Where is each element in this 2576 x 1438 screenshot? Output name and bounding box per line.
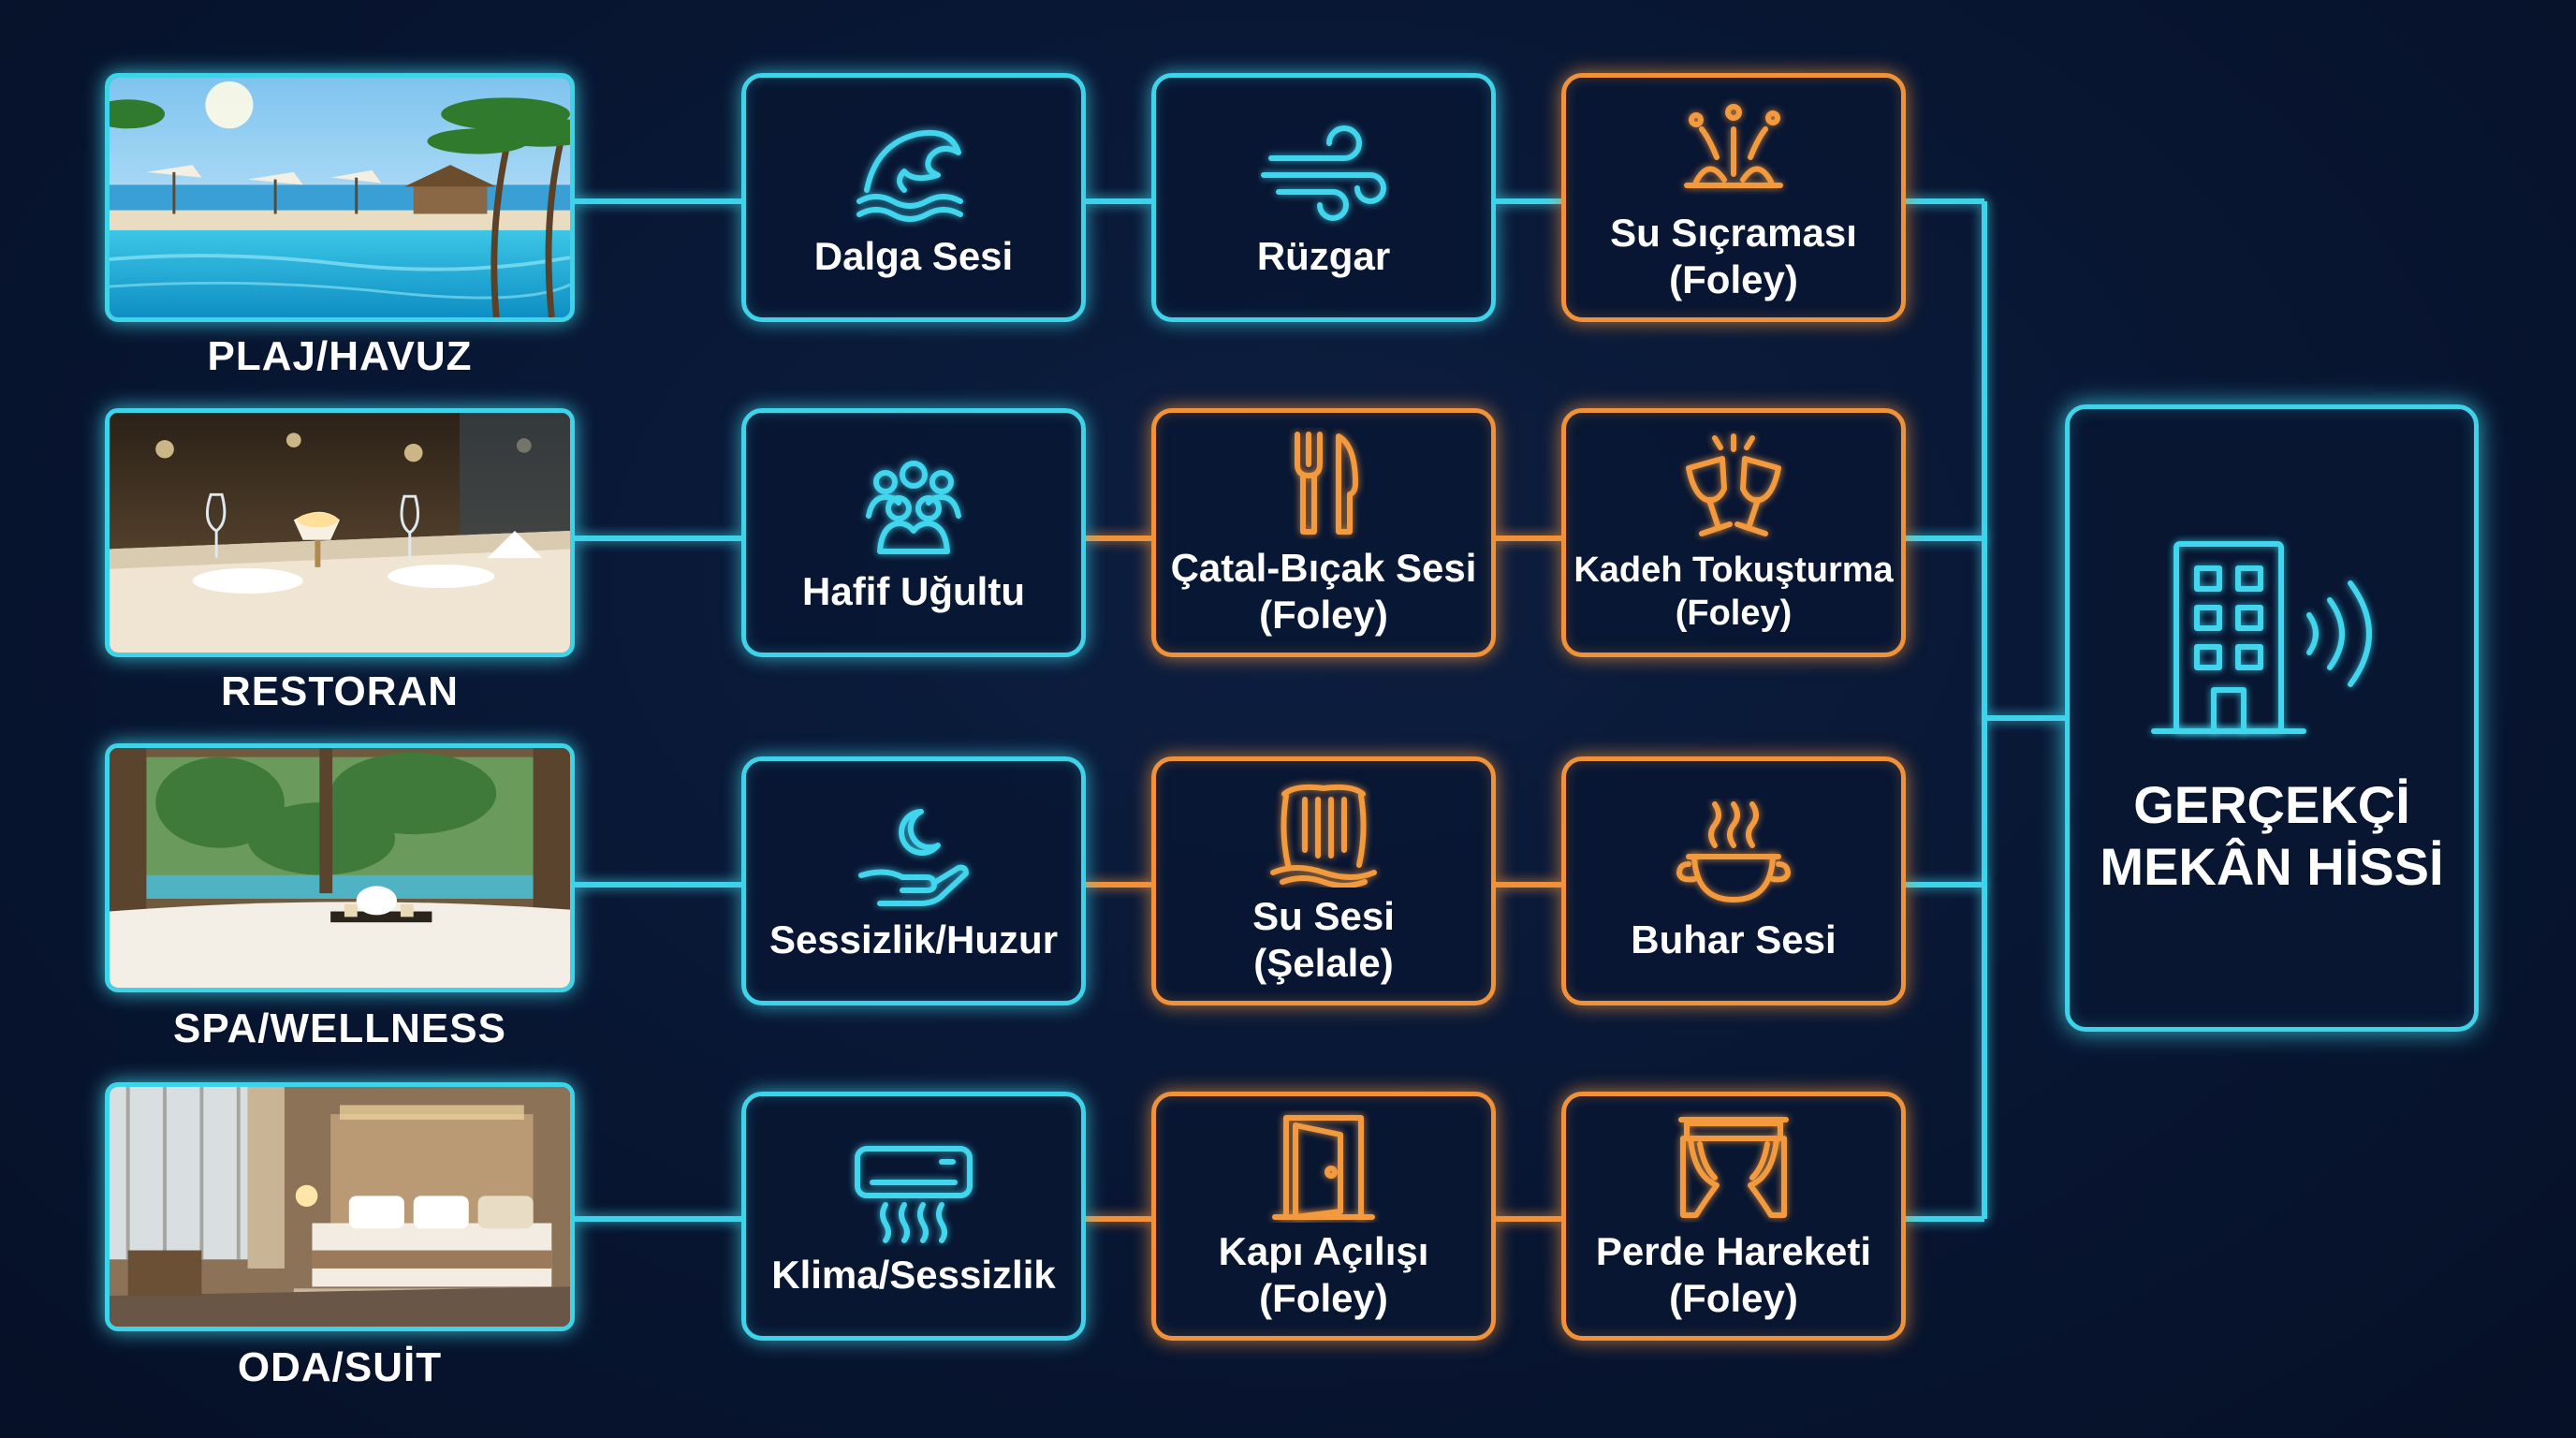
scene-label-spa: SPA/WELLNESS — [173, 1005, 506, 1051]
hotel-suite-photo — [105, 1082, 575, 1331]
sound-card-kadeh-tokusturma[interactable]: Kadeh Tokuşturma (Foley) — [1561, 408, 1906, 657]
air-conditioner-icon — [848, 1134, 979, 1246]
scene-label-oda: ODA/SUİT — [237, 1344, 443, 1390]
sound-card-catal-bicak[interactable]: Çatal-Bıçak Sesi (Foley) — [1151, 408, 1496, 657]
sound-card-dalga-sesi[interactable]: Dalga Sesi — [741, 73, 1086, 322]
scene-label-restoran: RESTORAN — [220, 668, 460, 714]
splash-icon — [1668, 92, 1799, 204]
sound-card-su-sesi-selale[interactable]: Su Sesi (Şelale) — [1151, 756, 1496, 1005]
sound-label: Buhar Sesi — [1631, 917, 1837, 961]
result-label: GERÇEKÇİ MEKÂN HİSSİ — [2100, 775, 2444, 896]
moon-hand-icon — [848, 799, 979, 911]
sound-label: Kapı Açılışı (Foley) — [1218, 1229, 1429, 1320]
beach-pool-photo — [105, 73, 575, 322]
sound-label: Klima/Sessizlik — [771, 1253, 1056, 1297]
sound-label: Perde Hareketi (Foley) — [1595, 1229, 1872, 1320]
sound-label: Dalga Sesi — [813, 234, 1014, 278]
door-icon — [1258, 1110, 1389, 1223]
fork-knife-icon — [1258, 427, 1389, 539]
sound-card-kapi-acilisi[interactable]: Kapı Açılışı (Foley) — [1151, 1092, 1496, 1341]
wave-icon — [848, 115, 979, 227]
sound-card-su-sicramasi[interactable]: Su Sıçraması (Foley) — [1561, 73, 1906, 322]
wind-icon — [1258, 115, 1389, 227]
sound-label: Kadeh Tokuşturma (Foley) — [1573, 550, 1894, 633]
waterfall-icon — [1258, 775, 1389, 888]
sound-card-perde-hareketi[interactable]: Perde Hareketi (Foley) — [1561, 1092, 1906, 1341]
sound-label: Çatal-Bıçak Sesi (Foley) — [1170, 546, 1477, 637]
sound-label: Rüzgar — [1256, 234, 1391, 278]
building-sound-icon — [2126, 531, 2407, 756]
steam-bowl-icon — [1668, 799, 1799, 911]
sound-label: Su Sesi (Şelale) — [1252, 894, 1395, 985]
spa-photo — [105, 743, 575, 992]
sound-card-ruzgar[interactable]: Rüzgar — [1151, 73, 1496, 322]
scene-label-plaj: PLAJ/HAVUZ — [207, 333, 473, 379]
sound-label: Su Sıçraması (Foley) — [1610, 211, 1857, 301]
sound-card-buhar-sesi[interactable]: Buhar Sesi — [1561, 756, 1906, 1005]
curtain-icon — [1668, 1110, 1799, 1223]
sound-card-sessizlik-huzur[interactable]: Sessizlik/Huzur — [741, 756, 1086, 1005]
sound-label: Sessizlik/Huzur — [768, 917, 1059, 961]
sound-label: Hafif Uğultu — [802, 569, 1025, 613]
restaurant-photo — [105, 408, 575, 657]
sound-card-hafif-ugultu[interactable]: Hafif Uğultu — [741, 408, 1086, 657]
crowd-icon — [848, 450, 979, 563]
glasses-clink-icon — [1668, 431, 1799, 543]
sound-card-klima-sessizlik[interactable]: Klima/Sessizlik — [741, 1092, 1086, 1341]
result-card-gercekci-mekan-hissi[interactable]: GERÇEKÇİ MEKÂN HİSSİ — [2065, 404, 2479, 1032]
